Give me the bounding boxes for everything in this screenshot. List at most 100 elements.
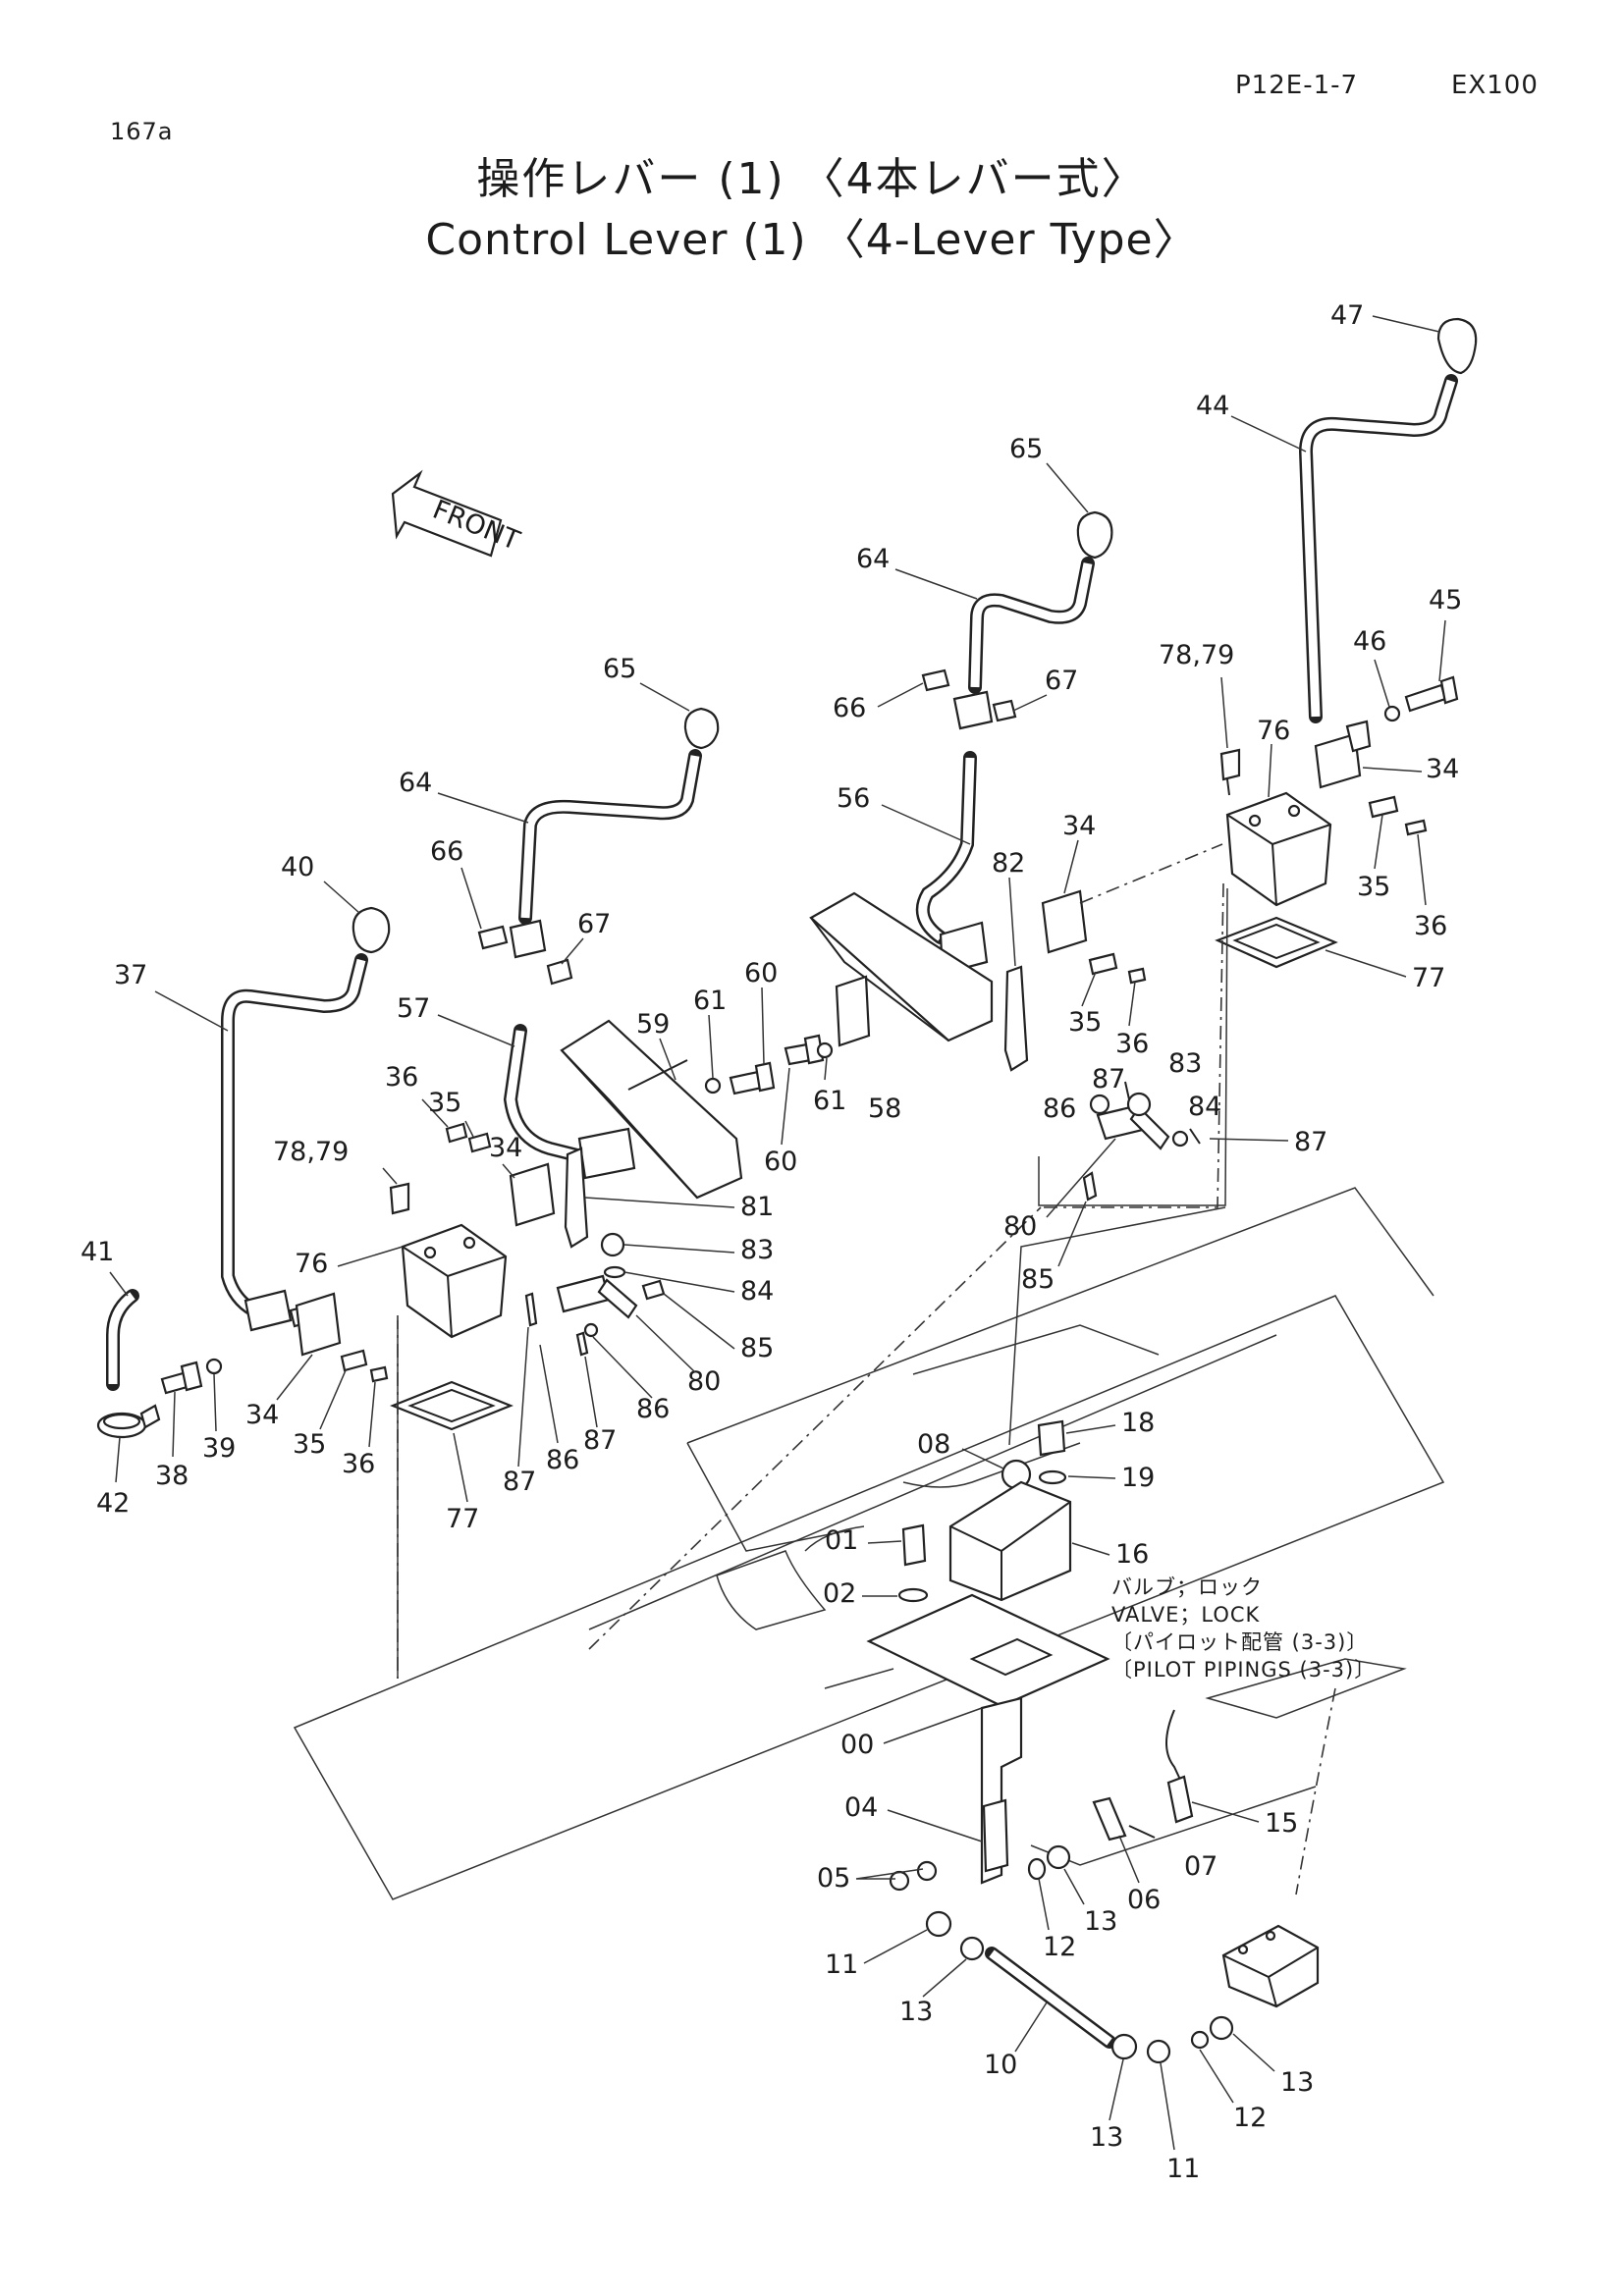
part-label-39: 39 <box>202 1433 236 1464</box>
part-label-40: 40 <box>281 852 314 882</box>
part-label-87-center-a: 87 <box>1092 1064 1125 1095</box>
part-label-60-lower: 60 <box>764 1147 797 1177</box>
part-label-34-left-upper: 34 <box>489 1133 522 1163</box>
part-label-86-left-b: 86 <box>546 1445 579 1475</box>
part-label-10: 10 <box>984 2050 1017 2080</box>
page-code: P12E-1-7 <box>1235 71 1359 100</box>
part-label-65-left: 65 <box>603 654 636 684</box>
part-label-35-center: 35 <box>1068 1007 1102 1038</box>
part-label-34-right: 34 <box>1426 754 1459 784</box>
part-label-86-left-a: 86 <box>636 1394 670 1424</box>
part-label-84-center: 84 <box>1188 1092 1221 1122</box>
part-label-36-left-lower: 36 <box>342 1449 375 1479</box>
title-english: Control Lever (1) 〈4-Lever Type〉 <box>425 215 1198 265</box>
part-label-59: 59 <box>636 1009 670 1040</box>
part-label-35-right: 35 <box>1357 872 1390 902</box>
part-label-41: 41 <box>81 1237 114 1267</box>
part-label-87-left-a: 87 <box>583 1425 617 1456</box>
part-label-00: 00 <box>840 1730 874 1760</box>
part-label-61-lower: 61 <box>813 1086 846 1116</box>
part-label-85-left: 85 <box>740 1333 774 1363</box>
part-label-13-upper: 13 <box>1084 1906 1117 1937</box>
part-label-44: 44 <box>1196 391 1229 421</box>
part-label-12-lower: 12 <box>1233 2103 1267 2133</box>
left-center-lever-assembly <box>477 707 834 1200</box>
lock-valve-note: バルブ；ロック VALVE；LOCK 〔パイロット配管 (3-3)〕 〔PILO… <box>1111 1575 1376 1682</box>
part-label-34-center: 34 <box>1062 811 1096 841</box>
part-label-11-upper: 11 <box>825 1949 858 1980</box>
part-label-37: 37 <box>114 960 147 990</box>
floor-plate <box>293 1187 1445 1900</box>
part-label-38: 38 <box>155 1461 189 1491</box>
part-label-19: 19 <box>1121 1463 1155 1493</box>
part-label-16: 16 <box>1115 1539 1149 1570</box>
part-label-47: 47 <box>1330 300 1364 331</box>
part-label-84-left: 84 <box>740 1276 774 1307</box>
part-label-64-left: 64 <box>399 768 432 798</box>
knob-47 <box>1436 317 1478 375</box>
lock-valve-assembly <box>866 1419 1320 2064</box>
part-label-76-left: 76 <box>295 1249 328 1279</box>
part-label-01: 01 <box>825 1525 858 1556</box>
part-label-04: 04 <box>844 1792 878 1823</box>
part-label-15: 15 <box>1265 1808 1298 1839</box>
part-label-02: 02 <box>823 1578 856 1609</box>
part-label-13-lower: 13 <box>1090 2122 1123 2153</box>
right-lever-assembly <box>1215 317 1478 969</box>
part-label-36-right: 36 <box>1414 911 1447 941</box>
part-label-76-right: 76 <box>1257 716 1290 746</box>
center-lever-assembly <box>809 510 1201 1201</box>
part-label-86-center-a: 86 <box>1043 1094 1076 1124</box>
part-label-83-left: 83 <box>740 1235 774 1265</box>
part-label-65-center: 65 <box>1009 434 1043 464</box>
part-label-35-left-upper: 35 <box>428 1088 461 1118</box>
note-line-en: VALVE；LOCK <box>1111 1603 1261 1627</box>
part-label-05: 05 <box>817 1863 850 1894</box>
part-label-35-left-lower: 35 <box>293 1429 326 1460</box>
title-japanese: 操作レバー (1) 〈4本レバー式〉 <box>476 154 1147 204</box>
part-label-56: 56 <box>837 783 870 814</box>
part-label-36-left-upper: 36 <box>385 1062 418 1093</box>
part-label-85-center: 85 <box>1021 1264 1055 1295</box>
leader-lines <box>397 843 1336 1896</box>
part-label-18: 18 <box>1121 1408 1155 1438</box>
part-label-82: 82 <box>992 848 1025 879</box>
figure-number: 167a <box>110 118 174 145</box>
model-name: EX100 <box>1451 71 1539 100</box>
left-lever-assembly <box>96 906 666 1439</box>
part-label-67-center: 67 <box>1045 666 1078 696</box>
part-label-81: 81 <box>740 1192 774 1222</box>
part-label-57: 57 <box>397 993 430 1024</box>
part-label-07: 07 <box>1184 1851 1217 1882</box>
front-direction-arrow: FRONT <box>391 469 524 558</box>
note-ref-en: 〔PILOT PIPINGS (3-3)〕 <box>1111 1658 1376 1682</box>
part-label-80-center: 80 <box>1003 1211 1037 1242</box>
part-label-11-lower: 11 <box>1166 2154 1200 2184</box>
part-label-58: 58 <box>868 1094 901 1124</box>
part-label-46: 46 <box>1353 626 1386 657</box>
part-label-87-center-b: 87 <box>1294 1127 1327 1157</box>
part-label-36-center: 36 <box>1115 1029 1149 1059</box>
part-label-64-center: 64 <box>856 544 890 574</box>
part-label-13-mid: 13 <box>899 1997 933 2027</box>
part-label-12-upper: 12 <box>1043 1932 1076 1962</box>
part-label-13-right: 13 <box>1280 2067 1314 2098</box>
part-label-60-upper: 60 <box>744 958 778 988</box>
part-labels: 47 44 45 46 34 78,79 76 35 36 77 65 64 6… <box>81 300 1462 2184</box>
part-label-61-upper: 61 <box>693 986 727 1016</box>
part-label-77-right: 77 <box>1412 963 1445 993</box>
part-label-66-center: 66 <box>833 693 866 723</box>
part-label-42: 42 <box>96 1488 130 1519</box>
part-label-78-79-left: 78,79 <box>273 1137 349 1167</box>
part-label-06: 06 <box>1127 1885 1161 1915</box>
note-ref-ja: 〔パイロット配管 (3-3)〕 <box>1111 1630 1368 1654</box>
part-label-08: 08 <box>917 1429 950 1460</box>
part-label-45: 45 <box>1429 585 1462 615</box>
part-label-34-left-lower: 34 <box>245 1400 279 1430</box>
part-label-83-center: 83 <box>1168 1048 1202 1079</box>
part-label-80-left: 80 <box>687 1366 721 1397</box>
part-label-66-left: 66 <box>430 836 463 867</box>
note-line-ja: バルブ；ロック <box>1111 1575 1263 1599</box>
